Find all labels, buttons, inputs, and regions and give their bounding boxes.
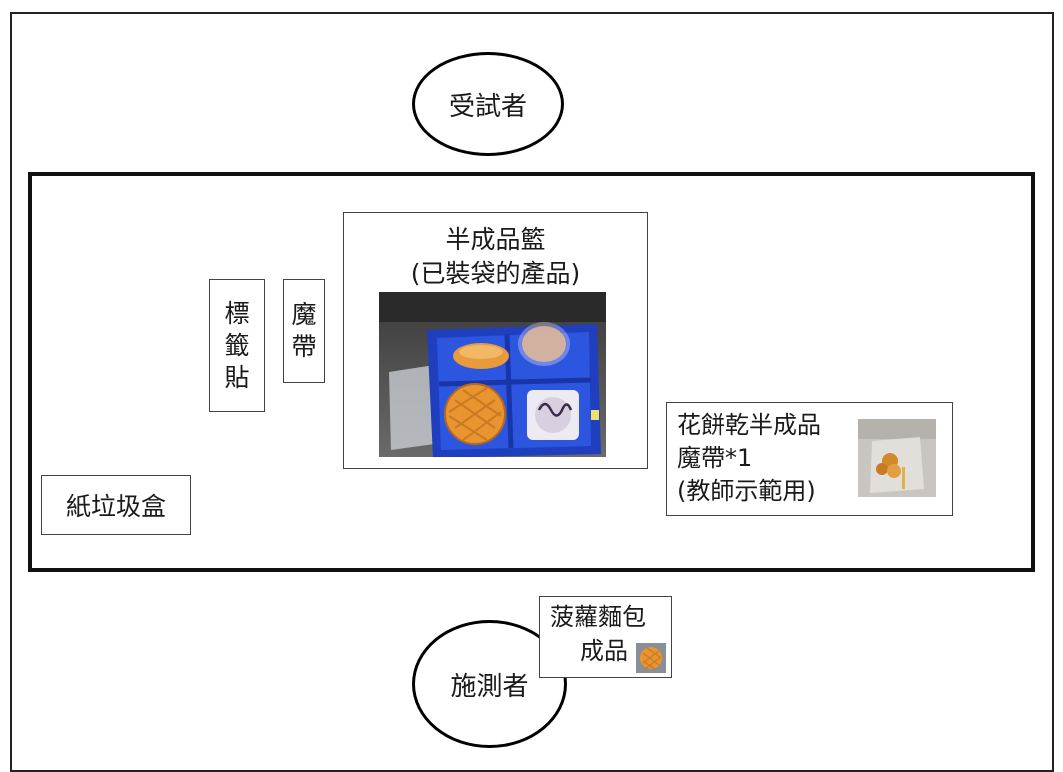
magic-tape-char: 帶 bbox=[291, 332, 317, 361]
participant-label: 受試者 bbox=[448, 91, 527, 122]
paper-trash-label: 紙垃圾盒 bbox=[65, 492, 166, 521]
finished-photo bbox=[636, 643, 666, 673]
finished-line1: 菠蘿麵包 bbox=[550, 603, 646, 631]
label-sticker-char: 貼 bbox=[224, 362, 250, 392]
label-sticker-box: 標 籤 貼 bbox=[209, 279, 265, 412]
finished-product-box: 菠蘿麵包 成品 bbox=[539, 596, 672, 678]
demo-photo bbox=[858, 419, 936, 497]
basket-title-line2: (已裝袋的產品) bbox=[410, 259, 581, 288]
magic-tape-char: 魔 bbox=[291, 300, 317, 329]
demo-text: 花餅乾半成品 魔帶*1 (教師示範用) bbox=[677, 409, 821, 508]
demo-line2: 魔帶*1 bbox=[677, 444, 753, 472]
paper-trash-box: 紙垃圾盒 bbox=[41, 475, 191, 535]
demo-line1: 花餅乾半成品 bbox=[677, 411, 821, 439]
label-sticker-char: 標 bbox=[224, 298, 250, 328]
demo-line3: (教師示範用) bbox=[677, 477, 816, 505]
basket-title: 半成品籃 (已裝袋的產品) bbox=[344, 223, 647, 291]
finished-line2: 成品 bbox=[580, 637, 628, 665]
label-sticker-char: 籤 bbox=[224, 330, 250, 360]
table-area bbox=[28, 172, 1035, 572]
basket-photo bbox=[379, 292, 606, 457]
participant-ellipse: 受試者 bbox=[412, 52, 564, 156]
magic-tape-box: 魔 帶 bbox=[283, 279, 325, 383]
basket-title-line1: 半成品籃 bbox=[445, 225, 546, 254]
examiner-label: 施測者 bbox=[450, 671, 529, 702]
